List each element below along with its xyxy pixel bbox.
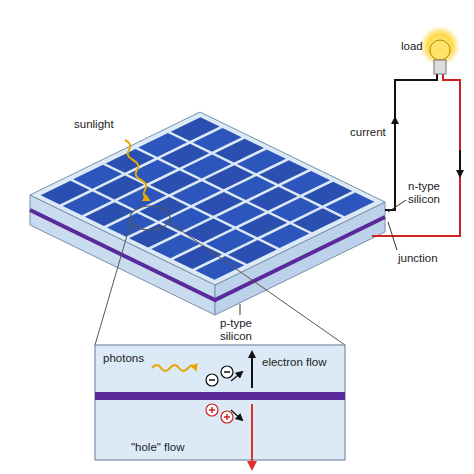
- electron-flow-arrow: [251, 352, 253, 388]
- hole-symbols: [206, 404, 242, 423]
- bulb-base: [434, 60, 446, 74]
- sunlight-label: sunlight: [74, 118, 114, 131]
- leader-line: [388, 222, 397, 250]
- zoom-line: [169, 222, 345, 345]
- photons-label: photons: [103, 352, 144, 365]
- zoom-box: [95, 345, 345, 460]
- flow-label: "hole" flow: [131, 441, 185, 454]
- solar-cell: [293, 208, 342, 232]
- leader-line: [240, 304, 241, 315]
- junction-band: [95, 392, 345, 400]
- wire: [372, 74, 460, 236]
- load-label: load: [401, 40, 423, 53]
- solar-cell: [195, 256, 244, 280]
- junction-label: junction: [398, 252, 438, 265]
- solar-cell: [260, 224, 309, 248]
- layer-label: n-type silicon: [408, 180, 454, 206]
- current-arrow: [459, 150, 461, 176]
- sunlight-ray: [125, 140, 149, 200]
- electron-symbols: [206, 366, 242, 386]
- panel-top: [30, 112, 385, 285]
- solar-cell: [228, 240, 277, 264]
- magnifier: [130, 206, 170, 230]
- current-arrow: [394, 118, 396, 160]
- zoom-line: [95, 222, 131, 345]
- solar-cells: [41, 117, 375, 280]
- layer-label: p-type silicon: [220, 317, 266, 343]
- leader-line: [388, 200, 406, 212]
- photon-ray: [152, 365, 196, 371]
- flow-label: electron flow: [262, 356, 327, 369]
- hole-flow-arrow: [251, 404, 253, 469]
- current-label: current: [350, 126, 386, 139]
- solar-cell: [325, 192, 374, 216]
- light-bulb: [430, 40, 450, 60]
